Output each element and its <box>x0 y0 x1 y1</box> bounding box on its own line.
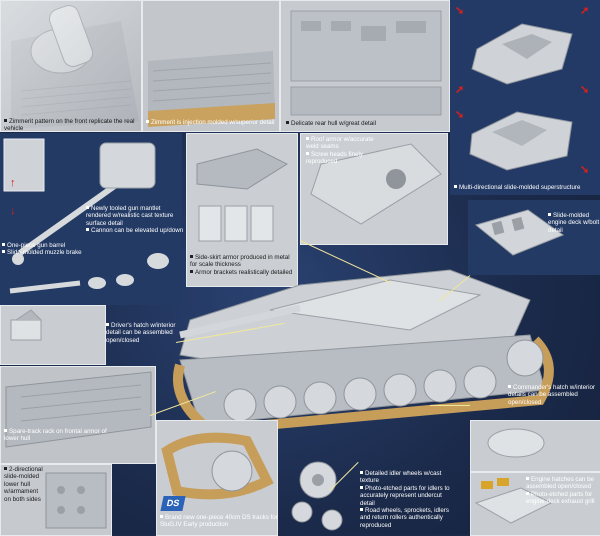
caption-superstructure: Multi-directional slide-molded superstru… <box>454 184 600 191</box>
caption-side-skirt: Side-skirt armor produced in metal for s… <box>190 254 293 276</box>
side-skirt-illustration <box>187 134 297 286</box>
idler-wheels-illustration <box>291 461 343 531</box>
photo-lower-hull <box>0 464 112 536</box>
driver-hatch-illustration <box>1 306 105 364</box>
lower-hull-illustration <box>1 465 111 535</box>
caption-roof-armor: Roof armor w/accurate weld seams Screw h… <box>306 136 374 166</box>
engine-hatches-illustration <box>471 473 600 535</box>
ds-tracks-illustration <box>157 421 277 535</box>
caption-ds-tracks: Brand new one-piece 40cm DS tracks for S… <box>160 514 278 529</box>
red-arrow-icon: ↓ <box>10 205 16 217</box>
gun-front-illustration <box>1 1 141 131</box>
spare-track-illustration <box>1 367 155 463</box>
photo-zimmerit-injection <box>142 0 280 132</box>
red-arrow-icon: ↑ <box>10 177 16 189</box>
superstructure-part-top <box>471 23 573 85</box>
caption-spare-track: Spare-track rack on frontal armor of low… <box>4 428 107 443</box>
red-arrow-icon: ➚ <box>455 84 465 96</box>
rear-hull-illustration <box>281 1 449 131</box>
leader-line <box>430 405 470 406</box>
caption-engine-hatches: Engine hatches can be assembled open/clo… <box>526 476 595 506</box>
photo-superstructure-bottom <box>462 104 580 174</box>
caption-zimmerit-front: Zimmerit pattern on the front replicate … <box>4 118 135 133</box>
commander-hatch-illustration <box>471 421 600 471</box>
red-arrow-icon: ➘ <box>455 5 465 17</box>
photo-side-skirt <box>186 133 298 287</box>
photo-spare-track <box>0 366 156 464</box>
caption-lower-hull: 2-directional slide-molded lower hull w/… <box>4 466 43 503</box>
ds-badge: DS <box>160 496 186 511</box>
superstructure-part-bottom <box>469 111 573 171</box>
caption-zimmerit-injection: Zimmerit is injection molded w/superior … <box>146 119 280 126</box>
caption-gun-barrel: One-piece gun barrel Slide-molded muzzle… <box>2 242 92 257</box>
photo-roof-armor <box>300 133 448 245</box>
photo-superstructure-top <box>462 14 580 90</box>
photo-engine-deck <box>468 200 600 275</box>
photo-commander-hatch <box>470 420 600 472</box>
caption-engine-deck: Slide-molded engine deck w/bolt detail <box>548 212 600 234</box>
photo-zimmerit-front <box>0 0 142 132</box>
caption-rear-hull: Delicate rear hull w/great detail <box>286 120 446 127</box>
caption-mantlet: Newly tooled gun mantlet rendered w/real… <box>86 205 184 235</box>
photo-rear-hull <box>280 0 450 132</box>
red-arrow-icon: ➚ <box>580 5 590 17</box>
photo-gun-mantlet <box>0 133 182 305</box>
roof-armor-illustration <box>301 134 447 244</box>
caption-idler: Detailed idler wheels w/cast texture Pho… <box>360 470 450 529</box>
red-arrow-icon: ➘ <box>580 84 590 96</box>
engine-deck-illustration <box>474 209 565 256</box>
photo-driver-hatch <box>0 305 106 365</box>
caption-driver-hatch: Driver's hatch w/interior detail can be … <box>106 322 176 344</box>
caption-commander-hatch: Commander's hatch w/interior details can… <box>508 384 595 406</box>
main-vehicle-illustration <box>173 269 554 436</box>
gun-parts-illustration <box>3 138 169 294</box>
photo-ds-tracks <box>156 420 278 536</box>
hull-side-illustration <box>143 1 279 131</box>
photo-engine-hatches <box>470 472 600 536</box>
red-arrow-icon: ➘ <box>455 109 465 121</box>
red-arrow-icon: ➘ <box>580 164 590 176</box>
